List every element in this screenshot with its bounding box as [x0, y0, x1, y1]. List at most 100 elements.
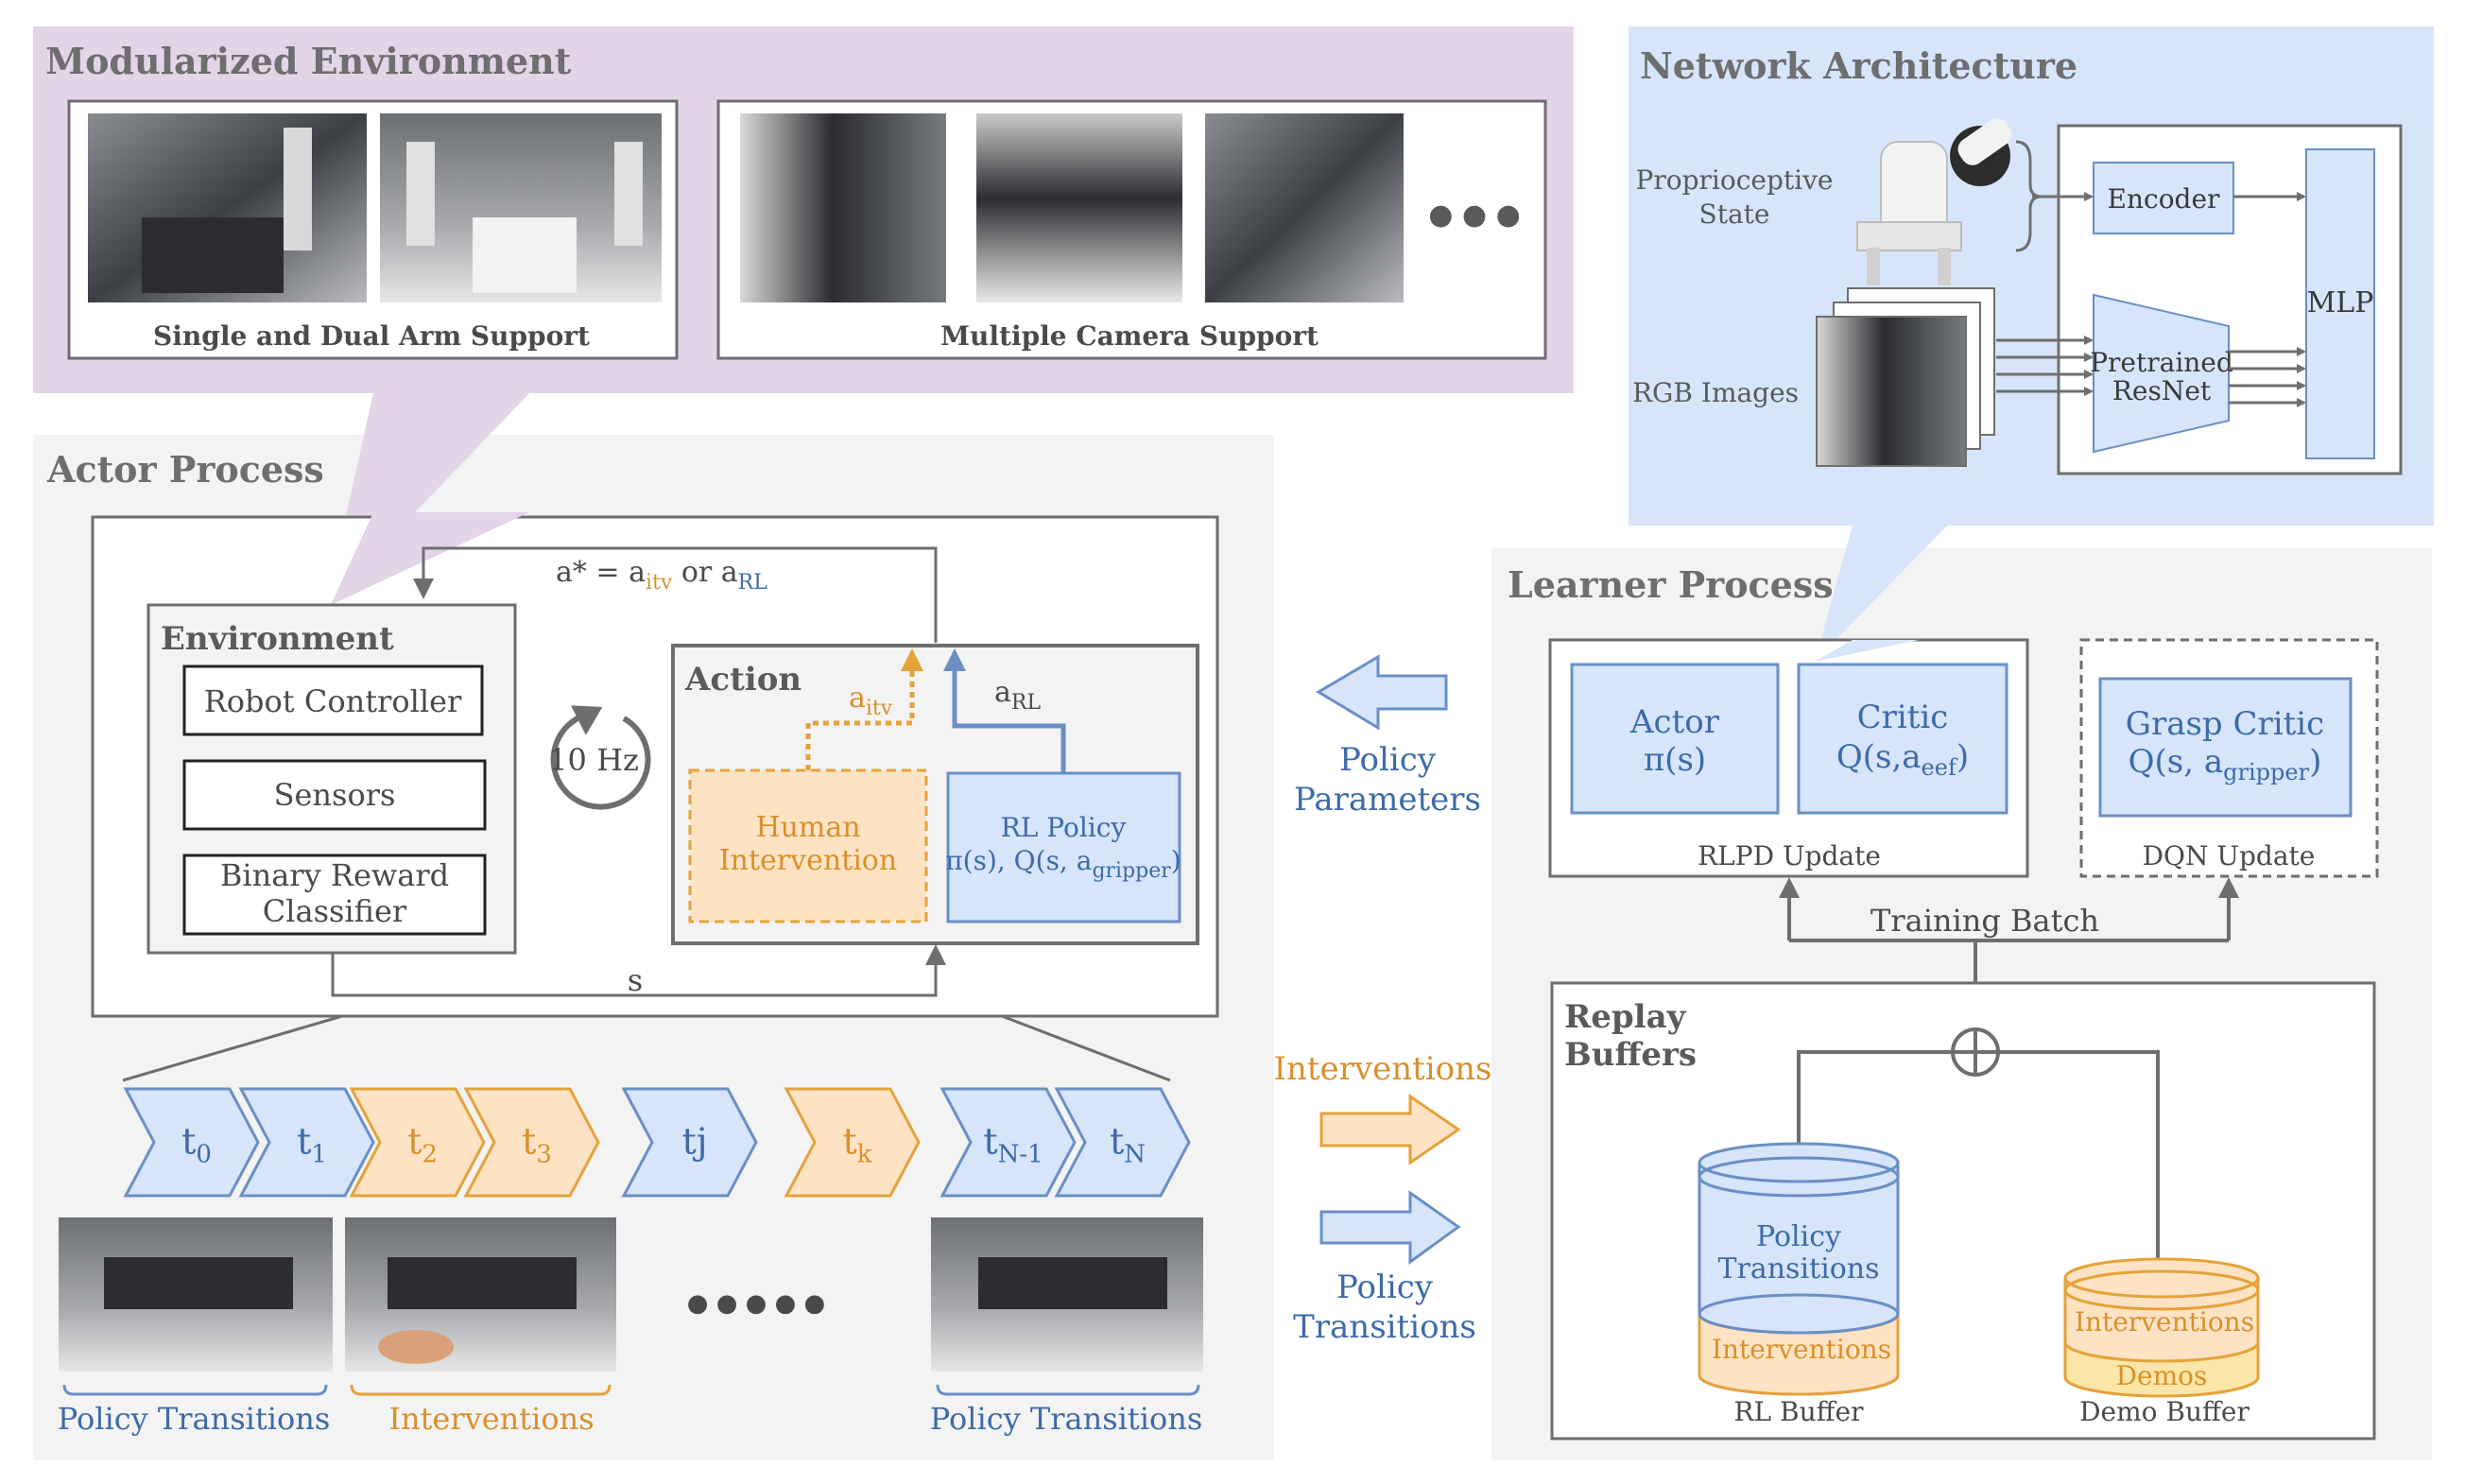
cycle-icon	[550, 714, 651, 810]
environment-title: Environment	[161, 620, 394, 658]
learner-actor-line1: Actor	[1629, 703, 1720, 741]
resnet-trapezoid	[2093, 293, 2230, 454]
human-intervention-box	[688, 768, 928, 923]
reward-classifier-line1: Binary Reward	[220, 857, 449, 893]
mlp-box	[2305, 148, 2375, 459]
rlpd-update-label: RLPD Update	[1698, 840, 1881, 871]
timeline: t0 t1 t2 t3 tj tk tN-1 tN	[123, 1087, 1191, 1198]
timeline-step-label-4: tj	[681, 1121, 707, 1163]
modularized-environment-panel: Modularized Environment Single and Dual …	[33, 26, 1574, 605]
middle-arrows: Policy Parameters Interventions Policy T…	[1274, 654, 1492, 1346]
timeline-step-5	[784, 1087, 921, 1198]
rgb-images-label: RGB Images	[1632, 377, 1799, 408]
middle-policy-transitions-line1: Policy	[1336, 1268, 1434, 1306]
rl-policy-line1: RL Policy	[1001, 812, 1127, 843]
resnet-label-line1: Pretrained	[2090, 347, 2233, 378]
arm-support-caption: Single and Dual Arm Support	[153, 320, 590, 352]
middle-policy-transitions-line2: Transitions	[1293, 1308, 1476, 1346]
policy-parameters-arrow	[1316, 654, 1448, 731]
demo-buffer-label: Demo Buffer	[2079, 1396, 2250, 1427]
middle-interventions-label: Interventions	[1274, 1050, 1492, 1088]
timeline-step-label-7: tN	[1110, 1121, 1146, 1169]
rgb-image-stack	[1816, 287, 1995, 467]
camera-ellipsis: ● ● ●	[1428, 198, 1521, 232]
state-label: s	[628, 962, 643, 998]
reward-classifier-box	[182, 854, 487, 936]
policy-transitions-left: Policy Transitions	[58, 1401, 331, 1437]
state-arrow	[331, 944, 946, 997]
timeline-step-label-1: t1	[297, 1121, 327, 1169]
action-feedback-arrow	[413, 546, 938, 643]
dqn-update-label: DQN Update	[2143, 840, 2316, 871]
network-architecture-title: Network Architecture	[1640, 44, 2077, 87]
grasp-critic-box	[2098, 677, 2353, 818]
human-intervention-line1: Human	[755, 811, 860, 844]
interventions-arrow	[1319, 1094, 1461, 1165]
camera-photo-3	[1205, 113, 1404, 302]
timeline-step-label-3: t3	[522, 1121, 552, 1169]
timeline-step-1	[238, 1087, 375, 1198]
human-intervention-line2: Intervention	[719, 844, 897, 877]
timeline-step-2	[349, 1087, 486, 1198]
rl-buffer-policy-line1: Policy	[1756, 1220, 1841, 1253]
rl-buffer-policy-line2: Transitions	[1718, 1252, 1880, 1286]
gripper-icon	[1856, 118, 2012, 285]
modularized-environment-title: Modularized Environment	[45, 40, 572, 82]
learner-process-title: Learner Process	[1508, 563, 1834, 606]
policy-transitions-arrow	[1319, 1190, 1461, 1265]
policy-transitions-right: Policy Transitions	[930, 1401, 1203, 1437]
policy-parameters-line1: Policy	[1339, 741, 1437, 779]
encoder-box	[2093, 162, 2234, 234]
demo-buffer-cylinder	[2063, 1257, 2260, 1398]
replay-buffers-line2: Buffers	[1564, 1036, 1697, 1074]
learner-critic-box	[1797, 663, 2008, 815]
timeline-step-3	[463, 1087, 600, 1198]
camera-support-caption: Multiple Camera Support	[940, 320, 1319, 352]
timeline-ellipsis: ● ● ● ● ●	[687, 1289, 826, 1318]
rate-label: 10 Hz	[548, 742, 639, 778]
mlp-label: MLP	[2307, 286, 2374, 319]
training-batch-label: Training Batch	[1870, 903, 2099, 939]
timeline-step-label-6: tN-1	[983, 1121, 1043, 1169]
camera-photo-2	[976, 113, 1182, 302]
timeline-step-4	[621, 1087, 758, 1198]
timeline-photos: ● ● ● ● ● Policy Transitions Interventio…	[58, 1217, 1203, 1437]
timeline-step-label-0: t0	[181, 1121, 212, 1169]
timeline-step-0	[123, 1087, 260, 1198]
timeline-step-label-2: t2	[407, 1121, 438, 1169]
reward-classifier-line2: Classifier	[263, 893, 407, 929]
a-rl-arrow	[943, 648, 1066, 773]
grasp-critic-line2: Q(s, agripper)	[2129, 743, 2322, 785]
camera-photo-1	[740, 113, 946, 302]
rl-policy-box	[946, 771, 1181, 923]
demo-buffer-interventions: Interventions	[2075, 1306, 2254, 1337]
resnet-label-line2: ResNet	[2112, 375, 2212, 406]
replay-buffers-line1: Replay	[1564, 998, 1687, 1036]
network-architecture-panel: Network Architecture Proprioceptive Stat…	[1629, 26, 2434, 662]
encoder-label: Encoder	[2108, 183, 2221, 215]
demo-buffer-demos: Demos	[2116, 1360, 2208, 1391]
a-rl-label: aRL	[994, 676, 1041, 715]
learner-actor-line2: π(s)	[1644, 741, 1706, 779]
policy-parameters-line2: Parameters	[1294, 781, 1481, 819]
rl-buffer-cylinder	[1698, 1142, 1900, 1396]
learner-critic-line1: Critic	[1857, 699, 1949, 736]
sensors-label: Sensors	[274, 777, 396, 813]
proprio-label-line1: Proprioceptive	[1636, 164, 1834, 196]
sensors-box	[182, 759, 487, 831]
interventions-label: Interventions	[388, 1401, 594, 1437]
learner-process-panel: Learner Process Actor π(s) Critic Q(s,ae…	[1491, 526, 2432, 1460]
actor-process-title: Actor Process	[46, 448, 324, 491]
learner-critic-line2: Q(s,aeef)	[1836, 738, 1969, 781]
grasp-critic-line1: Grasp Critic	[2126, 705, 2324, 743]
learner-actor-box	[1570, 663, 1780, 815]
timeline-step-6	[939, 1087, 1077, 1198]
robot-controller-box	[182, 664, 484, 736]
a-itv-arrow	[805, 648, 923, 770]
timeline-step-label-5: tk	[842, 1121, 871, 1169]
proprio-label-line2: State	[1699, 198, 1770, 230]
robot-controller-label: Robot Controller	[204, 683, 462, 719]
rl-buffer-label: RL Buffer	[1733, 1396, 1864, 1427]
action-title: Action	[684, 661, 802, 699]
timeline-step-7	[1054, 1087, 1191, 1198]
